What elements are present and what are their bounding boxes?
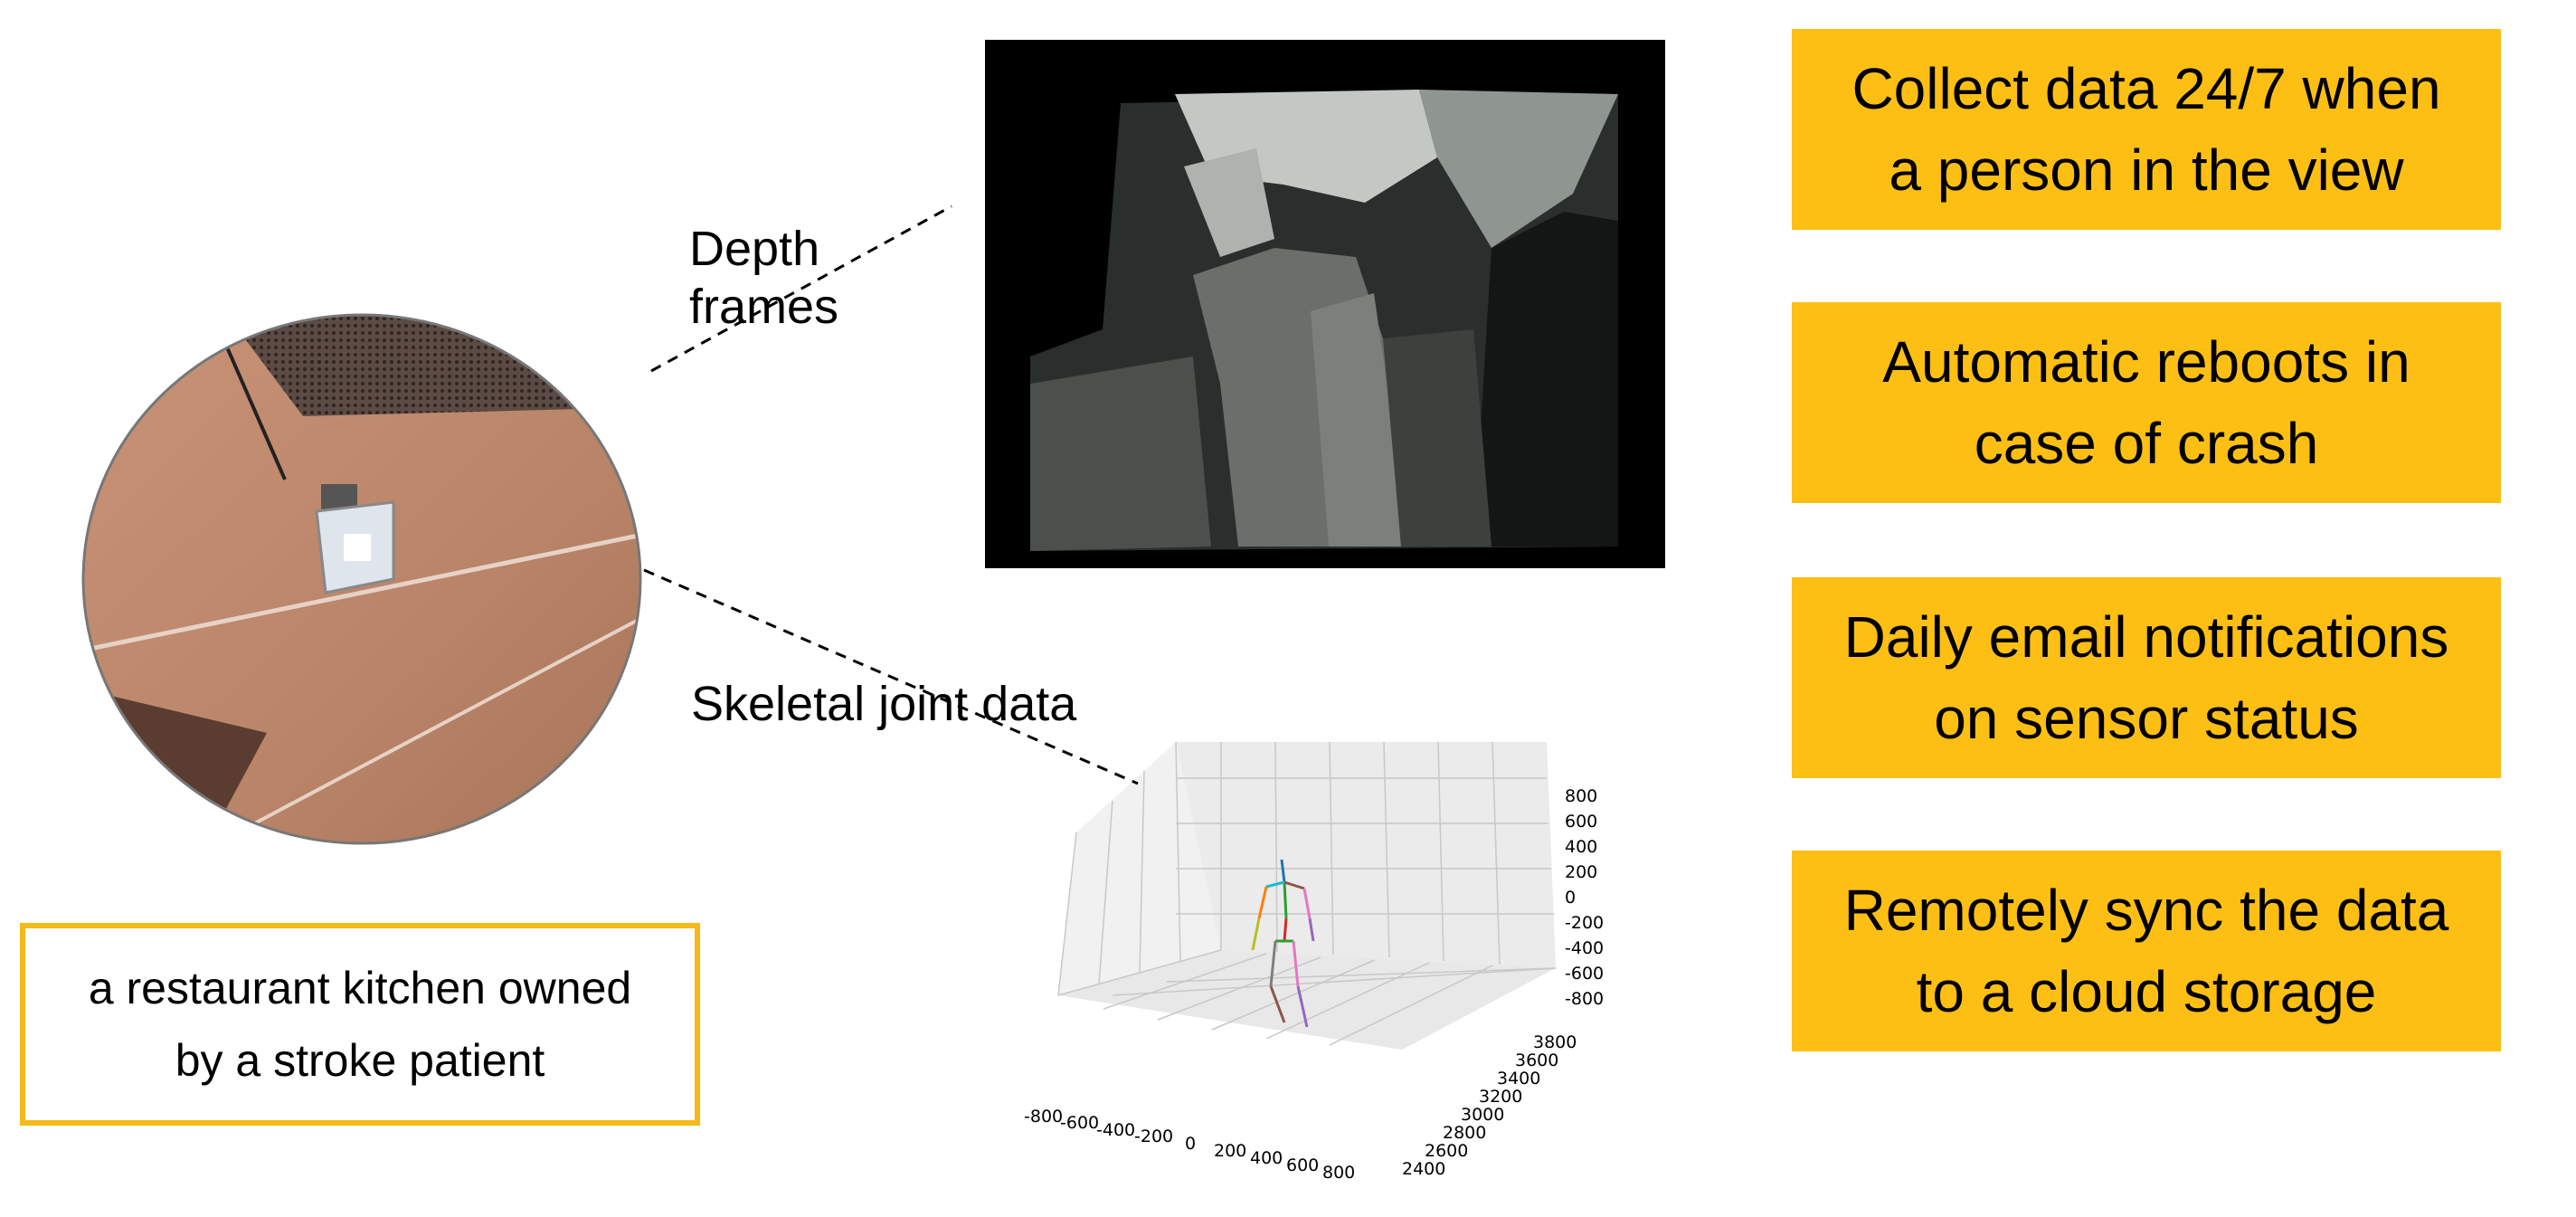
tick-label: 400 [1250,1148,1283,1168]
feature-box-collect: Collect data 24/7 when a person in the v… [1792,29,2501,230]
location-caption-text: a restaurant kitchen owned by a stroke p… [88,963,632,1086]
tick-label: 3600 [1515,1051,1558,1070]
feature-box-email: Daily email notifications on sensor stat… [1792,577,2501,778]
tick-label: -400 [1096,1120,1135,1140]
feature-text: Remotely sync the data to a cloud storag… [1843,878,2449,1024]
location-caption: a restaurant kitchen owned by a stroke p… [20,923,700,1126]
tick-label: 600 [1286,1155,1319,1175]
feature-text: Automatic reboots in case of crash [1882,329,2410,476]
tick-label: -800 [1024,1107,1063,1127]
tick-label: 3800 [1533,1032,1577,1052]
tick-label: 200 [1565,862,1597,882]
feature-text: Daily email notifications on sensor stat… [1843,604,2449,751]
tick-label: -600 [1060,1113,1099,1133]
feature-box-reboot: Automatic reboots in case of crash [1792,302,2501,503]
skeleton-connector [643,568,1139,785]
sensor-photo [81,313,642,845]
tick-label: -200 [1134,1127,1173,1146]
tick-label: 200 [1214,1141,1246,1161]
tick-label: 3400 [1497,1069,1540,1089]
tick-label: 800 [1322,1163,1355,1183]
tick-label: 0 [1565,888,1576,908]
tick-label: 800 [1565,786,1597,806]
tick-label: 600 [1565,812,1597,832]
x-axis-ticks: -800 -600 -400 -200 0 200 400 600 800 [1024,1107,1355,1183]
z-axis-ticks: 800 600 400 200 0 -200 -400 -600 -800 [1565,786,1604,1009]
y-axis-ticks: 2400 2600 2800 3000 3200 3400 3600 3800 [1402,1032,1577,1179]
tick-label: 3000 [1461,1105,1504,1125]
depth-frames-label: Depth frames [689,222,839,334]
tick-label: -200 [1565,913,1604,933]
tick-label: -800 [1565,989,1604,1009]
tick-label: 3200 [1479,1087,1522,1107]
skeleton-3d-plot: 800 600 400 200 0 -200 -400 -600 -800 -8… [1024,741,1604,1183]
skeletal-joint-data-label: Skeletal joint data [691,677,1077,731]
tick-label: 400 [1565,837,1597,857]
tick-label: -600 [1565,964,1604,984]
depth-frame-image [985,40,1665,568]
feature-box-sync: Remotely sync the data to a cloud storag… [1792,851,2501,1051]
tick-label: 2400 [1402,1159,1445,1179]
feature-text: Collect data 24/7 when a person in the v… [1852,56,2441,203]
tick-label: 2600 [1425,1141,1468,1161]
tick-label: 0 [1185,1134,1196,1154]
depth-connector [650,204,952,373]
tick-label: 2800 [1443,1123,1486,1143]
tick-label: -400 [1565,938,1604,958]
